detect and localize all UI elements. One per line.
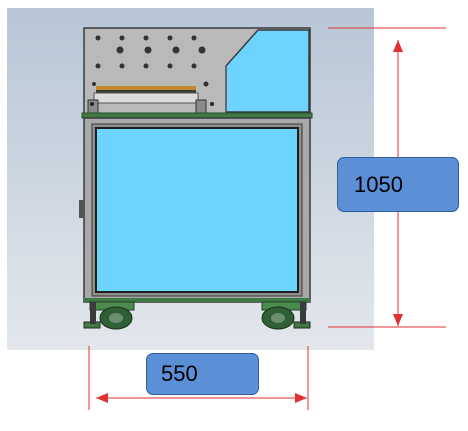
width-arrow-left <box>96 393 108 403</box>
height-arrow-bottom <box>393 314 403 326</box>
roller-assembly <box>87 86 214 115</box>
front-panel <box>95 127 299 293</box>
left-caster <box>83 301 135 330</box>
upper-window <box>225 29 310 113</box>
width-dimension-label: 550 <box>146 353 259 395</box>
side-latch <box>79 200 85 218</box>
height-value: 1050 <box>354 171 403 197</box>
height-arrow-top <box>393 40 403 52</box>
vent-holes <box>92 35 209 87</box>
width-arrow-right <box>295 393 307 403</box>
base-rail <box>84 298 310 302</box>
width-value: 550 <box>161 361 198 386</box>
right-caster <box>261 301 311 330</box>
width-dimension <box>88 346 309 410</box>
height-dimension-label: 1050 <box>337 157 459 212</box>
